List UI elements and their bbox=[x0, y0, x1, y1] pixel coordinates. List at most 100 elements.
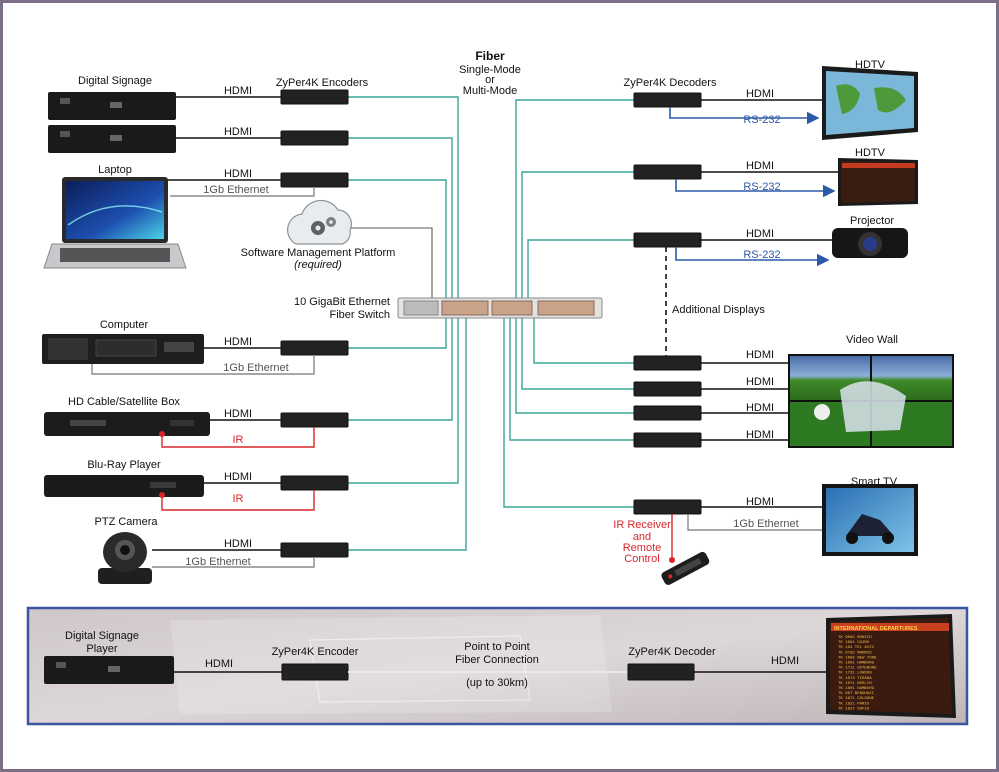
hdmi-label-d2: HDMI bbox=[746, 160, 774, 172]
encoder-3[interactable] bbox=[280, 172, 349, 188]
hdmi-label-d7: HDMI bbox=[746, 429, 774, 441]
hdmi-label-4: HDMI bbox=[224, 336, 252, 348]
fiber-decoder-2 bbox=[521, 171, 634, 302]
digital-signage-player-2[interactable] bbox=[48, 125, 176, 153]
fiber-decoder-5 bbox=[521, 316, 634, 390]
source-digital-signage-label: Digital Signage bbox=[78, 75, 152, 87]
fiber-switch[interactable] bbox=[397, 297, 603, 319]
digital-signage-player-1[interactable] bbox=[48, 92, 176, 120]
decoder-8[interactable] bbox=[633, 499, 702, 515]
hdmi-display-lines bbox=[701, 99, 838, 508]
encoder-5[interactable] bbox=[280, 412, 349, 428]
fiber-line-3: Multi-Mode bbox=[463, 85, 517, 97]
board-row: TK 887 BENGHAZI bbox=[838, 692, 874, 696]
fiber-encoder-2 bbox=[348, 137, 453, 302]
board-row: TK 1711 GOTEBORG bbox=[838, 667, 877, 671]
bluray-player[interactable] bbox=[44, 475, 204, 497]
fiber-encoder-5 bbox=[348, 316, 453, 421]
fiber-decoder-6 bbox=[515, 316, 634, 414]
encoder-7[interactable] bbox=[280, 542, 349, 558]
hdmi-label-7: HDMI bbox=[224, 538, 252, 550]
additional-displays-label: Additional Displays bbox=[672, 304, 765, 316]
fiber-decoder-4 bbox=[533, 316, 634, 364]
cable-satellite-box[interactable] bbox=[44, 412, 210, 436]
board-row: TK 194 TEL AVIV bbox=[838, 646, 875, 650]
switch-label-1: 10 GigaBit Ethernet bbox=[294, 296, 390, 308]
fiber-encoder-3 bbox=[348, 179, 447, 302]
source-computer-label: Computer bbox=[100, 319, 149, 331]
ir-lines-left bbox=[161, 427, 315, 511]
hdmi-label-2: HDMI bbox=[224, 126, 252, 138]
encoder-4[interactable] bbox=[280, 340, 349, 356]
hdmi-source-lines bbox=[152, 96, 281, 551]
fiber-encoder-4 bbox=[348, 316, 447, 349]
p2p-conn-label-2: Fiber Connection bbox=[455, 654, 539, 666]
ir-emitter-1 bbox=[159, 431, 165, 437]
board-row: TK 1871 COLOGNE bbox=[838, 697, 875, 701]
remote-control-icon bbox=[661, 551, 710, 585]
board-row: TK 1891 CAIRO bbox=[838, 641, 870, 645]
p2p-hdmi-in-label: HDMI bbox=[205, 658, 233, 670]
decoder-5[interactable] bbox=[633, 381, 702, 397]
ir-label-1: IR bbox=[233, 434, 244, 446]
display-hdtv1-label: HDTV bbox=[855, 59, 886, 71]
p2p-encoder[interactable] bbox=[281, 663, 349, 681]
encoder-6[interactable] bbox=[280, 475, 349, 491]
fiber-decoder-3 bbox=[527, 239, 634, 302]
point-to-point-panel bbox=[26, 606, 969, 726]
decoders-header: ZyPer4K Decoders bbox=[624, 77, 717, 89]
ir-receiver-dot bbox=[669, 557, 675, 563]
fiber-line-1: Single-Mode bbox=[459, 64, 521, 76]
cloud-icon bbox=[287, 199, 352, 245]
hdmi-label-d8: HDMI bbox=[746, 496, 774, 508]
source-cable-box-label: HD Cable/Satellite Box bbox=[68, 396, 180, 408]
decoder-3[interactable] bbox=[633, 232, 702, 248]
hdmi-label-6: HDMI bbox=[224, 471, 252, 483]
p2p-player-label-1: Digital Signage bbox=[65, 630, 139, 642]
ir-receiver-line-3: Remote bbox=[623, 542, 662, 554]
board-title: INTERNATIONAL DEPARTURES bbox=[834, 626, 918, 632]
rs232-label-2: RS-232 bbox=[743, 181, 780, 193]
fiber-title: Fiber bbox=[475, 49, 505, 63]
departures-board[interactable]: INTERNATIONAL DEPARTURES TK 9095 MUNICHT… bbox=[826, 614, 956, 718]
hdtv-1[interactable] bbox=[822, 66, 918, 140]
fiber-encoder-7 bbox=[348, 316, 467, 551]
management-link bbox=[342, 227, 433, 300]
source-ptz-label: PTZ Camera bbox=[95, 516, 159, 528]
encoder-1[interactable] bbox=[280, 89, 349, 105]
laptop[interactable] bbox=[43, 177, 187, 269]
ethernet-label-ptz: 1Gb Ethernet bbox=[185, 556, 250, 568]
video-wall[interactable] bbox=[788, 354, 954, 448]
board-row: TK 9095 MUNICH bbox=[838, 636, 872, 640]
fiber-decoder-1 bbox=[515, 99, 634, 302]
p2p-signage-player[interactable] bbox=[44, 656, 174, 684]
board-row: TK 1827 SOFIA bbox=[838, 707, 870, 711]
p2p-hdmi-out-label: HDMI bbox=[771, 655, 799, 667]
encoder-2[interactable] bbox=[280, 130, 349, 146]
smart-tv[interactable] bbox=[822, 484, 918, 556]
rs232-lines bbox=[669, 107, 836, 267]
ethernet-lines-left bbox=[91, 187, 315, 568]
decoder-2[interactable] bbox=[633, 164, 702, 180]
encoders bbox=[280, 89, 349, 558]
decoder-1[interactable] bbox=[633, 92, 702, 108]
p2p-conn-label-1: Point to Point bbox=[464, 641, 529, 653]
software-required: (required) bbox=[294, 259, 342, 271]
source-laptop-label: Laptop bbox=[98, 164, 132, 176]
decoder-6[interactable] bbox=[633, 405, 702, 421]
ir-receiver-line-2: and bbox=[633, 531, 651, 543]
p2p-decoder[interactable] bbox=[627, 663, 695, 681]
projector[interactable] bbox=[832, 228, 908, 258]
ptz-camera[interactable] bbox=[98, 532, 152, 584]
board-row: TK 1821 PARIS bbox=[838, 702, 870, 706]
hdtv-2[interactable] bbox=[838, 158, 918, 206]
board-row: TK 1073 TIRANA bbox=[838, 677, 872, 681]
computer[interactable] bbox=[42, 334, 204, 364]
board-row: TK 1601 HAMBURG bbox=[838, 662, 875, 666]
decoder-4[interactable] bbox=[633, 355, 702, 371]
decoder-7[interactable] bbox=[633, 432, 702, 448]
fiber-lines bbox=[348, 96, 634, 551]
board-row: TK 0765 MADRID bbox=[838, 651, 872, 655]
hdmi-label-5: HDMI bbox=[224, 408, 252, 420]
